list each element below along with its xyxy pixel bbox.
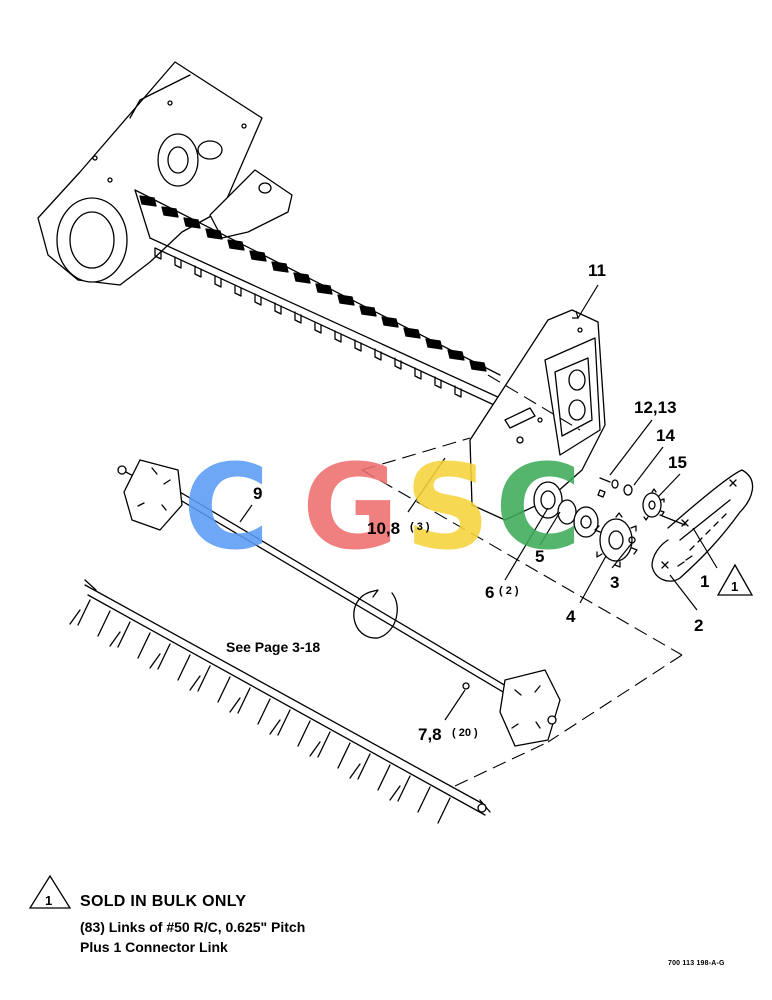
callout-10-8-qty: ( 3 ) [410,521,430,533]
note-title: SOLD IN BULK ONLY [80,893,247,910]
leader-lines [239,284,718,721]
callout-10-8: 10,8 [367,519,400,538]
note-triangle: 1 [28,874,72,909]
reel-spider-left [117,459,183,531]
watermark-letter-c2: C [495,438,582,576]
callout-3: 3 [610,573,619,592]
callout-7-8: 7,8 [418,725,442,744]
note-line-2: Plus 1 Connector Link [80,939,228,955]
callout-2: 2 [694,616,703,635]
reference-lines [361,374,683,787]
drive-side-plate [469,309,606,521]
callout-6-qty: ( 2 ) [499,585,519,597]
drive-sprocket [594,512,638,568]
callout-1: 1 [700,572,709,591]
reel-spider-right [462,669,561,747]
note-line-1: (83) Links of #50 R/C, 0.625" Pitch [80,919,306,935]
gearbox-housing [37,61,263,286]
callouts: 11 12,13 14 15 9 10,8 ( 3 ) 5 6 ( 2 ) 3 … [226,261,709,744]
callout-14: 14 [656,426,675,445]
bearing-hub [533,481,599,538]
chain-note-triangle: 1 [716,563,754,596]
callout-11: 11 [588,261,606,280]
watermark: C G S C [183,438,582,576]
watermark-letter-c1: C [183,438,270,576]
conveyor-slats [139,195,487,372]
callout-4: 4 [566,607,576,626]
watermark-letter-s: S [405,438,490,576]
tine-bar-assembly [69,579,491,824]
rotation-arrow [353,589,398,639]
see-page-reference: See Page 3-18 [226,639,320,655]
note-triangle-label: 1 [45,893,52,908]
document-id: 700 113 198-A-G [668,960,725,967]
triangle-label: 1 [731,579,738,594]
callout-5: 5 [535,547,544,566]
callout-6: 6 [485,583,494,602]
callout-9: 9 [253,484,262,503]
callout-7-8-qty: ( 20 ) [452,727,478,739]
small-sprocket [642,488,665,521]
callout-12-13: 12,13 [634,398,677,417]
callout-15: 15 [668,453,687,472]
watermark-letter-g: G [302,438,399,576]
